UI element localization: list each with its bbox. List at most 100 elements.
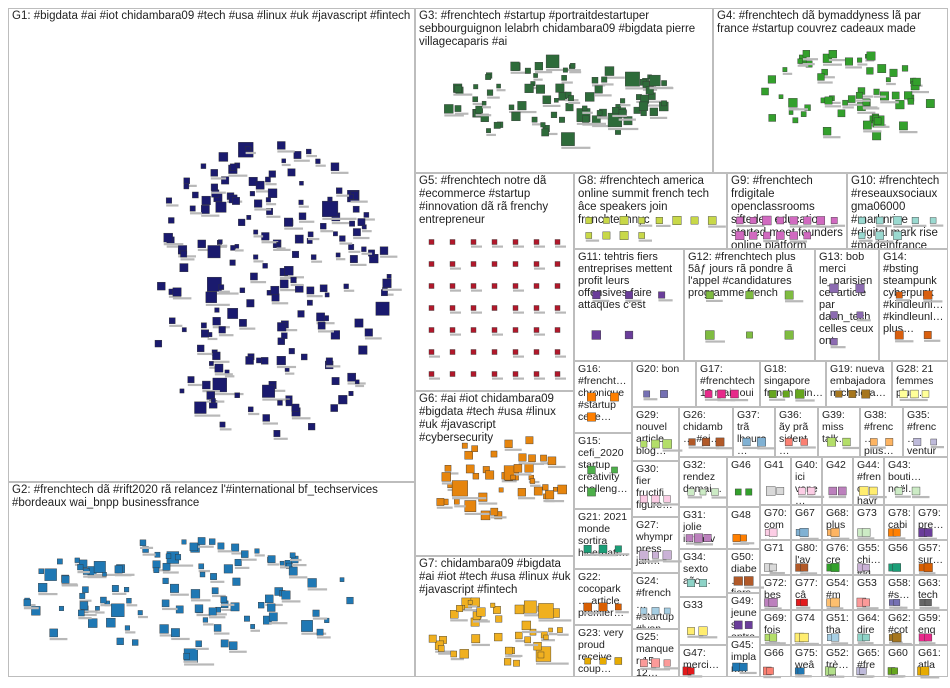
group-label: G31: jolie initiativ… bbox=[683, 509, 724, 549]
group-cell-g46: G46 bbox=[727, 457, 760, 507]
group-cell-g9: G9: #frenchtech frdigitale openclassroom… bbox=[727, 173, 847, 249]
group-cell-g37: G37: trã lheure… bbox=[733, 407, 775, 457]
group-cell-g74: G74 bbox=[791, 610, 822, 645]
group-cell-g18: G18: singapore french join… bbox=[760, 361, 826, 407]
group-label: G56 bbox=[888, 542, 911, 554]
group-label: G59: enq… bbox=[918, 612, 945, 645]
group-cell-g68: G68: plus… bbox=[822, 505, 853, 540]
group-label: G10: #frenchtech #reseauxsociaux gma0600… bbox=[851, 175, 945, 249]
group-label: G51: tha… bbox=[826, 612, 850, 645]
group-label: G17: #frenchtech 12 mais oui bbox=[700, 363, 757, 399]
group-cell-g56: G56 bbox=[884, 540, 914, 575]
group-cell-g10: G10: #frenchtech #reseauxsociaux gma0600… bbox=[847, 173, 948, 249]
group-cell-g8: G8: #frenchtech america online summit fr… bbox=[574, 173, 727, 249]
group-label: G16: #frencht… chronique #startup cette… bbox=[578, 363, 629, 423]
group-label: G2: #frenchtech dã #rift2020 rã relancez… bbox=[12, 484, 412, 510]
group-cell-g43: G43: bouti… noël… bbox=[884, 457, 948, 505]
group-label: G32: rendez demai… bbox=[683, 459, 724, 495]
group-label: G1: #bigdata #ai #iot chidambara09 #tech… bbox=[12, 10, 412, 23]
group-cell-g2: G2: #frenchtech dã #rift2020 rã relancez… bbox=[8, 482, 415, 677]
group-label: G13: bob merci le_parisien cet article p… bbox=[819, 251, 876, 347]
group-label: G64: dire… bbox=[857, 612, 881, 645]
group-cell-g15: G15: cefi_2020 startup creativity challe… bbox=[574, 433, 632, 509]
group-label: G52: trè… all… bbox=[826, 647, 850, 677]
group-label: G53 bbox=[857, 577, 881, 589]
group-cell-g66: G66 bbox=[760, 645, 791, 677]
group-label: G35: #frenc… ventur… bbox=[907, 409, 945, 457]
group-cell-g23: G23: very proud receive coup… bbox=[574, 625, 632, 677]
group-label: G15: cefi_2020 startup creativity challe… bbox=[578, 435, 629, 495]
group-label: G5: #frenchtech notre dã #ecommerce #sta… bbox=[419, 175, 571, 227]
group-label: G12: #frenchtech plus 5âƒ jours rã pondr… bbox=[688, 251, 812, 299]
group-label: G47: merci… bbox=[683, 647, 724, 671]
group-cell-g21: G21: 2021 monde sortira hibernati… bbox=[574, 509, 632, 569]
group-label: G61: atla… bbox=[918, 647, 945, 677]
group-label: G70: com… bbox=[764, 507, 788, 540]
group-label: G58: #s… bbox=[888, 577, 911, 601]
group-label: G23: very proud receive coup… bbox=[578, 627, 629, 675]
group-label: G18: singapore french join… bbox=[764, 363, 823, 399]
group-label: G37: trã lheure… bbox=[737, 409, 772, 457]
group-label: G48 bbox=[731, 509, 757, 521]
group-label: G14: #bsting steampunk cyberpunk #kindle… bbox=[883, 251, 945, 335]
group-cell-g41: G41 bbox=[760, 457, 791, 505]
group-cell-g5: G5: #frenchtech notre dã #ecommerce #sta… bbox=[415, 173, 574, 391]
group-label: G45: implan… soler… bbox=[731, 639, 757, 677]
group-cell-g39: G39: miss talk… bbox=[818, 407, 860, 457]
group-cell-g75: G75: weâ… bbox=[791, 645, 822, 677]
group-cell-g4: G4: #frenchtech dã bymaddyness lã par fr… bbox=[713, 8, 948, 173]
group-label: G20: bon bbox=[636, 363, 693, 375]
group-label: G43: bouti… noël… bbox=[888, 459, 945, 495]
group-cell-g55: G55: chi… #ia… bbox=[853, 540, 884, 575]
group-cell-g7: G7: chidambara09 #bigdata #ai #iot #tech… bbox=[415, 556, 574, 677]
group-cell-g34: G34: sexto año… bbox=[679, 549, 727, 597]
group-cell-g61: G61: atla… bbox=[914, 645, 948, 677]
group-label: G39: miss talk… bbox=[822, 409, 857, 445]
group-label: G6: #ai #iot chidambara09 #bigdata #tech… bbox=[419, 393, 571, 445]
group-cell-g49: G49: jeunes entre… innov… bbox=[727, 593, 760, 637]
group-cell-g64: G64: dire… bbox=[853, 610, 884, 645]
group-cell-g78: G78: cabi… bbox=[884, 505, 914, 540]
group-label: G72: bes bbox=[764, 577, 788, 601]
group-cell-g47: G47: merci… bbox=[679, 645, 727, 677]
group-cell-g79: G79: pre… bbox=[914, 505, 948, 540]
group-cell-g50: G50: diabe… fiers… bbox=[727, 549, 760, 593]
group-label: G30: fier fructifi figure… bbox=[636, 463, 676, 511]
group-cell-g60: G60 bbox=[884, 645, 914, 677]
group-label: G36: ãy prã sident… bbox=[779, 409, 815, 457]
group-cell-g26: G26: chidamb… #ai… bbox=[679, 407, 733, 457]
group-label: G9: #frenchtech frdigitale openclassroom… bbox=[731, 175, 844, 249]
group-cell-g76: G76: cre… bbox=[822, 540, 853, 575]
group-label: G55: chi… #ia… bbox=[857, 542, 881, 575]
group-cell-g31: G31: jolie initiativ… bbox=[679, 507, 727, 549]
group-label: G7: chidambara09 #bigdata #ai #iot #tech… bbox=[419, 558, 571, 597]
group-label: G79: pre… bbox=[918, 507, 945, 531]
group-label: G74 bbox=[795, 612, 819, 624]
group-label: G28: 21 femmes plus… bbox=[896, 363, 945, 399]
group-cell-g48: G48 bbox=[727, 507, 760, 549]
group-cell-g51: G51: tha… bbox=[822, 610, 853, 645]
group-cell-g35: G35: #frenc… ventur… bbox=[903, 407, 948, 457]
group-cell-g16: G16: #frencht… chronique #startup cette… bbox=[574, 361, 632, 433]
group-label: G40: ici vene… bbox=[795, 459, 819, 505]
group-label: G71 bbox=[764, 542, 788, 554]
group-cell-g73: G73 bbox=[853, 505, 884, 540]
group-cell-g65: G65: #fre… bbox=[853, 645, 884, 677]
group-label: G65: #fre… bbox=[857, 647, 881, 677]
group-cell-g77: G77: câ bbox=[791, 575, 822, 610]
group-cell-g63: G63: tech… bbox=[914, 575, 948, 610]
group-cell-g80: G80: l'av… bbox=[791, 540, 822, 575]
group-cell-g52: G52: trè… all… bbox=[822, 645, 853, 677]
group-label: G80: l'av… bbox=[795, 542, 819, 575]
group-label: G57: sur… bbox=[918, 542, 945, 566]
group-label: G33 bbox=[683, 599, 724, 611]
group-cell-g69: G69: fois bbox=[760, 610, 791, 645]
group-cell-g29: G29: nouvel article blog… bbox=[632, 407, 679, 461]
group-cell-g28: G28: 21 femmes plus… bbox=[892, 361, 948, 407]
group-cell-g67: G67 bbox=[791, 505, 822, 540]
group-cell-g36: G36: ãy prã sident… bbox=[775, 407, 818, 457]
group-cell-g32: G32: rendez demai… bbox=[679, 457, 727, 507]
group-cell-g54: G54: #m… bbox=[822, 575, 853, 610]
group-label: G4: #frenchtech dã bymaddyness lã par fr… bbox=[717, 10, 945, 36]
